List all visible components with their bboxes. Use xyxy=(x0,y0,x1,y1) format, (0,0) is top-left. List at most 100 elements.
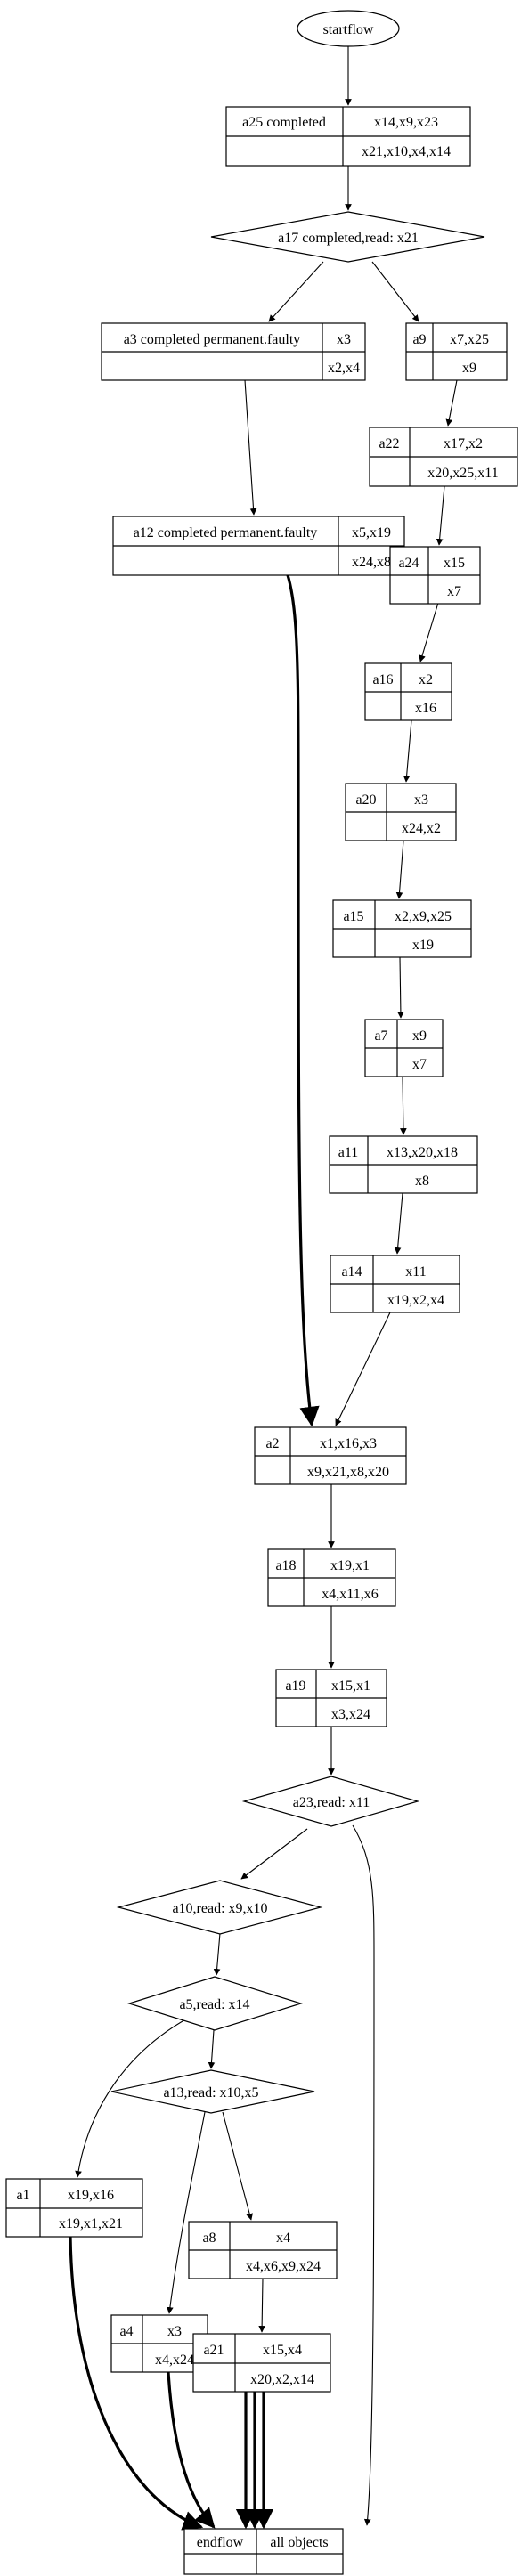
node-name: a12 completed permanent.faulty xyxy=(134,525,318,540)
node-inputs: x17,x2 xyxy=(444,436,483,451)
node-a2: a2 x1,x16,x3 x9,x21,x8,x20 xyxy=(254,1426,407,1485)
edge-a15-a7 xyxy=(397,956,404,1019)
edge-a24-a16 xyxy=(419,602,439,662)
node-outputs: x24,x2 xyxy=(402,821,441,836)
node-name: a1 xyxy=(16,2188,29,2203)
edge-a1-end xyxy=(69,2236,204,2531)
node-a3: a3 completed permanent.faulty x3 x2,x4 xyxy=(101,322,366,381)
node-a4: a4 x3 x4,x24 xyxy=(110,2314,208,2373)
node-inputs: x14,x9,x23 xyxy=(374,115,438,130)
node-name: a19 xyxy=(285,1678,305,1694)
node-a9: a9 x7,x25 x9 xyxy=(405,322,508,381)
node-a20: a20 x3 x24,x2 xyxy=(345,783,457,841)
node-name: a21 xyxy=(203,2343,224,2358)
edge-a17-a3 xyxy=(268,261,324,322)
node-a11: a11 x13,x20,x18 x8 xyxy=(329,1135,478,1194)
node-name: a20 xyxy=(355,792,376,808)
node-a18: a18 x19,x1 x4,x11,x6 xyxy=(267,1548,396,1607)
node-name: a14 xyxy=(341,1264,362,1280)
edge-a9-a22 xyxy=(445,379,458,427)
node-inputs: x1,x16,x3 xyxy=(320,1436,377,1451)
node-inputs: x13,x20,x18 xyxy=(387,1145,458,1160)
node-inputs: x15,x4 xyxy=(263,2343,302,2358)
node-outputs: x4,x24 xyxy=(155,2353,194,2368)
edge-a11-a14 xyxy=(394,1192,403,1255)
node-outputs: x4,x6,x9,x24 xyxy=(246,2259,321,2274)
node-name: a16 xyxy=(372,672,393,687)
node-a7: a7 x9 x7 xyxy=(364,1019,444,1077)
node-inputs: x9 xyxy=(412,1028,427,1044)
node-a25: a25 completed x14,x9,x23 x21,x10,x4,x14 xyxy=(225,106,471,167)
node-outputs: x20,x25,x11 xyxy=(427,466,498,481)
edge-a8-a21 xyxy=(258,2278,265,2333)
node-a13: a13,read: x10,x5 xyxy=(110,2069,315,2114)
node-outputs: x2,x4 xyxy=(328,361,360,376)
node-a12: a12 completed permanent.faulty x5,x19 x2… xyxy=(112,516,405,576)
node-inputs: x3 xyxy=(337,332,351,347)
node-name: a8 xyxy=(202,2231,216,2246)
node-inputs: x3 xyxy=(167,2324,182,2339)
node-name: a9 xyxy=(412,332,426,347)
node-a14: a14 x11 x19,x2,x4 xyxy=(330,1255,460,1313)
node-label: a5,read: x14 xyxy=(179,1997,249,2012)
node-a24: a24 x15 x7 xyxy=(389,546,481,605)
edge-a23-a10 xyxy=(240,1828,308,1880)
node-a15: a15 x2,x9,x25 x19 xyxy=(332,899,472,958)
node-name: a7 xyxy=(374,1028,387,1044)
node-name: a18 xyxy=(275,1558,296,1573)
node-label: a13,read: x10,x5 xyxy=(163,2085,258,2101)
node-endflow: endflow all objects xyxy=(183,2528,344,2575)
node-inputs: x11 xyxy=(405,1264,426,1280)
edge-a16-a20 xyxy=(403,719,412,783)
edge-a12-a2 xyxy=(267,541,320,1427)
node-label: a17 completed,read: x21 xyxy=(278,231,419,246)
node-a10: a10,read: x9,x10 xyxy=(116,1880,323,1935)
node-a16: a16 x2 x16 xyxy=(364,662,452,721)
node-label: a10,read: x9,x10 xyxy=(172,1901,267,1916)
node-a17: a17 completed,read: x21 xyxy=(210,211,485,263)
node-a5: a5,read: x14 xyxy=(126,1976,304,2031)
node-inputs: x2 xyxy=(419,672,433,687)
node-outputs: x8 xyxy=(415,1174,429,1189)
node-inputs: x4 xyxy=(276,2231,290,2246)
node-outputs: x20,x2,x14 xyxy=(250,2372,314,2387)
node-outputs: x19 xyxy=(412,938,434,953)
edge-a3-a12 xyxy=(244,379,257,516)
edge-a20-a15 xyxy=(395,840,404,899)
edges xyxy=(69,46,458,2531)
node-inputs: x19,x1 xyxy=(330,1558,370,1573)
node-label: a23,read: x11 xyxy=(293,1795,370,1810)
edge-a14-a2 xyxy=(335,1312,391,1426)
node-objects: all objects xyxy=(270,2535,328,2550)
node-name: a22 xyxy=(379,436,399,451)
edge-a22-a24 xyxy=(436,485,445,546)
node-outputs: x9 xyxy=(462,361,476,376)
edge-a5-a13 xyxy=(208,2029,216,2069)
node-inputs: x2,x9,x25 xyxy=(395,909,452,924)
node-inputs: x7,x25 xyxy=(450,332,489,347)
node-name: a4 xyxy=(119,2324,133,2339)
node-name: a11 xyxy=(338,1145,359,1160)
edge-a5-a1 xyxy=(75,2017,190,2178)
node-inputs: x15 xyxy=(444,556,465,571)
edge-a23-end xyxy=(352,1824,375,2526)
edge-a4-end xyxy=(167,2371,216,2529)
node-a19: a19 x15,x1 x3,x24 xyxy=(275,1669,387,1727)
node-a22: a22 x17,x2 x20,x25,x11 xyxy=(369,427,518,487)
node-outputs: x19,x1,x21 xyxy=(59,2216,123,2231)
node-outputs: x9,x21,x8,x20 xyxy=(307,1465,389,1480)
node-outputs: x7 xyxy=(412,1057,427,1072)
node-a23: a23,read: x11 xyxy=(241,1776,420,1827)
node-outputs: x4,x11,x6 xyxy=(322,1587,378,1602)
node-name: a2 xyxy=(265,1436,279,1451)
node-inputs: x15,x1 xyxy=(331,1678,370,1694)
edge-a17-a9 xyxy=(371,261,419,322)
node-a21: a21 x15,x4 x20,x2,x14 xyxy=(192,2333,331,2393)
node-label: startflow xyxy=(323,22,374,37)
node-name: a3 completed permanent.faulty xyxy=(124,332,301,347)
edge-a13-a4 xyxy=(167,2111,206,2314)
node-name: a15 xyxy=(343,909,363,924)
node-outputs: x3,x24 xyxy=(331,1707,370,1722)
node-name: endflow xyxy=(197,2535,244,2550)
node-a1: a1 x19,x16 x19,x1,x21 xyxy=(5,2178,143,2238)
